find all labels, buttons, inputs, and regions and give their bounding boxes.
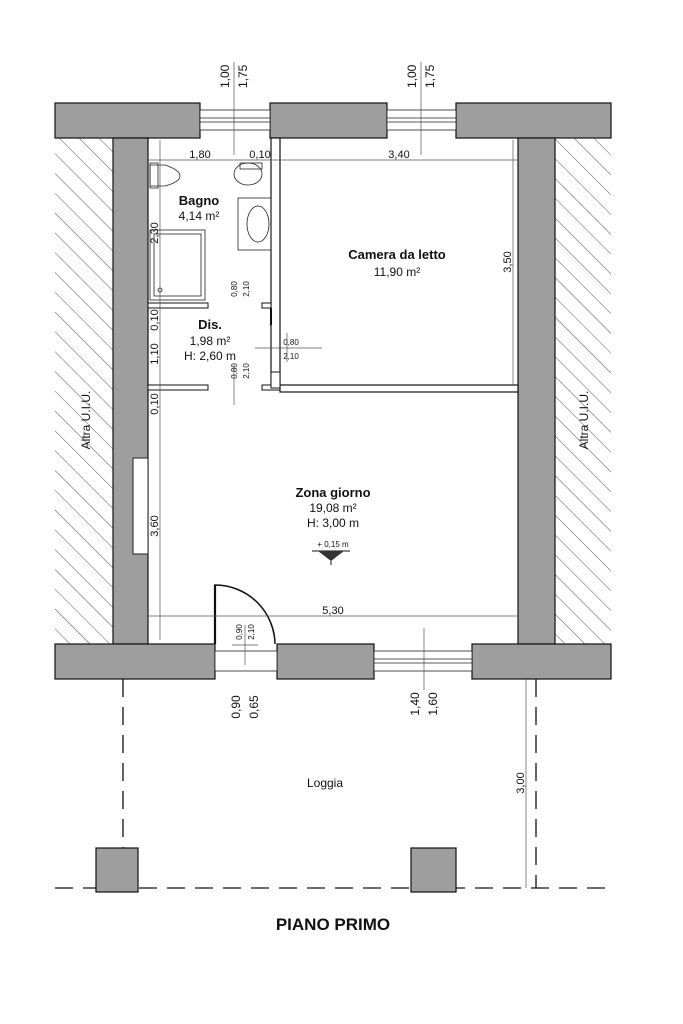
doors — [207, 303, 276, 645]
right-neighbour-hatch — [555, 138, 611, 644]
dim-door-dis-b: 2,10 — [242, 363, 251, 379]
camera-name: Camera da letto — [348, 247, 446, 262]
dimension-lines — [148, 62, 527, 888]
dim-win-top-left-b: 1,75 — [236, 64, 250, 88]
dim-door-entry-a: 0,90 — [235, 624, 244, 640]
bathroom-fixtures — [149, 162, 272, 301]
dim-wall-010: 0,10 — [249, 149, 270, 161]
bagno-area: 4,14 m² — [179, 209, 220, 223]
dis-name: Dis. — [198, 317, 222, 332]
dim-door-bagno-a: 0,80 — [230, 281, 239, 297]
dim-dis-h: 1,10 — [149, 343, 161, 364]
zona-level: + 0,15 m — [317, 540, 349, 549]
dis-height: H: 2,60 m — [184, 349, 236, 363]
loggia-name: Loggia — [307, 776, 343, 790]
page-title: PIANO PRIMO — [276, 915, 390, 934]
dim-door-entry-b: 2,10 — [247, 624, 256, 640]
dim-dis-wall-bot: 0,10 — [149, 393, 161, 414]
loggia-outline — [55, 679, 611, 893]
bagno-name: Bagno — [179, 193, 220, 208]
dim-win-bottom-a: 1,40 — [408, 692, 422, 716]
dim-door-dis-a: 0,80 — [230, 363, 239, 379]
camera-area: 11,90 m² — [374, 265, 420, 279]
dim-zona-w: 5,30 — [322, 605, 343, 617]
dim-door-camera-a: 0,80 — [283, 338, 299, 347]
loggia-pillar-right — [410, 847, 457, 893]
loggia-pillar-left — [95, 847, 139, 893]
zona-height: H: 3,00 m — [307, 516, 359, 530]
dim-bagno-w: 1,80 — [189, 149, 210, 161]
left-neighbour-hatch — [55, 138, 113, 644]
dim-win-bottom-b: 1,60 — [426, 692, 440, 716]
dis-area: 1,98 m² — [190, 334, 231, 348]
dim-camera-h: 3,50 — [502, 251, 514, 272]
zona-area: 19,08 m² — [309, 501, 356, 515]
interior-walls — [147, 137, 519, 393]
dim-win-top-right-b: 1,75 — [423, 64, 437, 88]
dim-door-camera-b: 2,10 — [283, 352, 299, 361]
zona-name: Zona giorno — [295, 485, 370, 500]
dim-win-top-left-a: 1,00 — [218, 64, 232, 88]
dim-entry-bottom-b: 0,65 — [247, 695, 261, 719]
dim-camera-w: 3,40 — [388, 149, 409, 161]
right-side-label: Altra U.I.U. — [577, 391, 591, 450]
dim-loggia-h: 3,00 — [515, 772, 527, 793]
windows — [132, 109, 473, 672]
dim-zona-h: 3,60 — [149, 515, 161, 536]
dim-win-top-right-a: 1,00 — [405, 64, 419, 88]
dim-dis-wall-top: 0,10 — [149, 309, 161, 330]
dim-entry-bottom-a: 0,90 — [229, 695, 243, 719]
dim-door-bagno-b: 2,10 — [242, 281, 251, 297]
exterior-walls — [54, 102, 612, 680]
left-side-label: Altra U.I.U. — [79, 391, 93, 450]
dim-bagno-h: 2,30 — [149, 222, 161, 243]
level-marker — [312, 550, 350, 565]
